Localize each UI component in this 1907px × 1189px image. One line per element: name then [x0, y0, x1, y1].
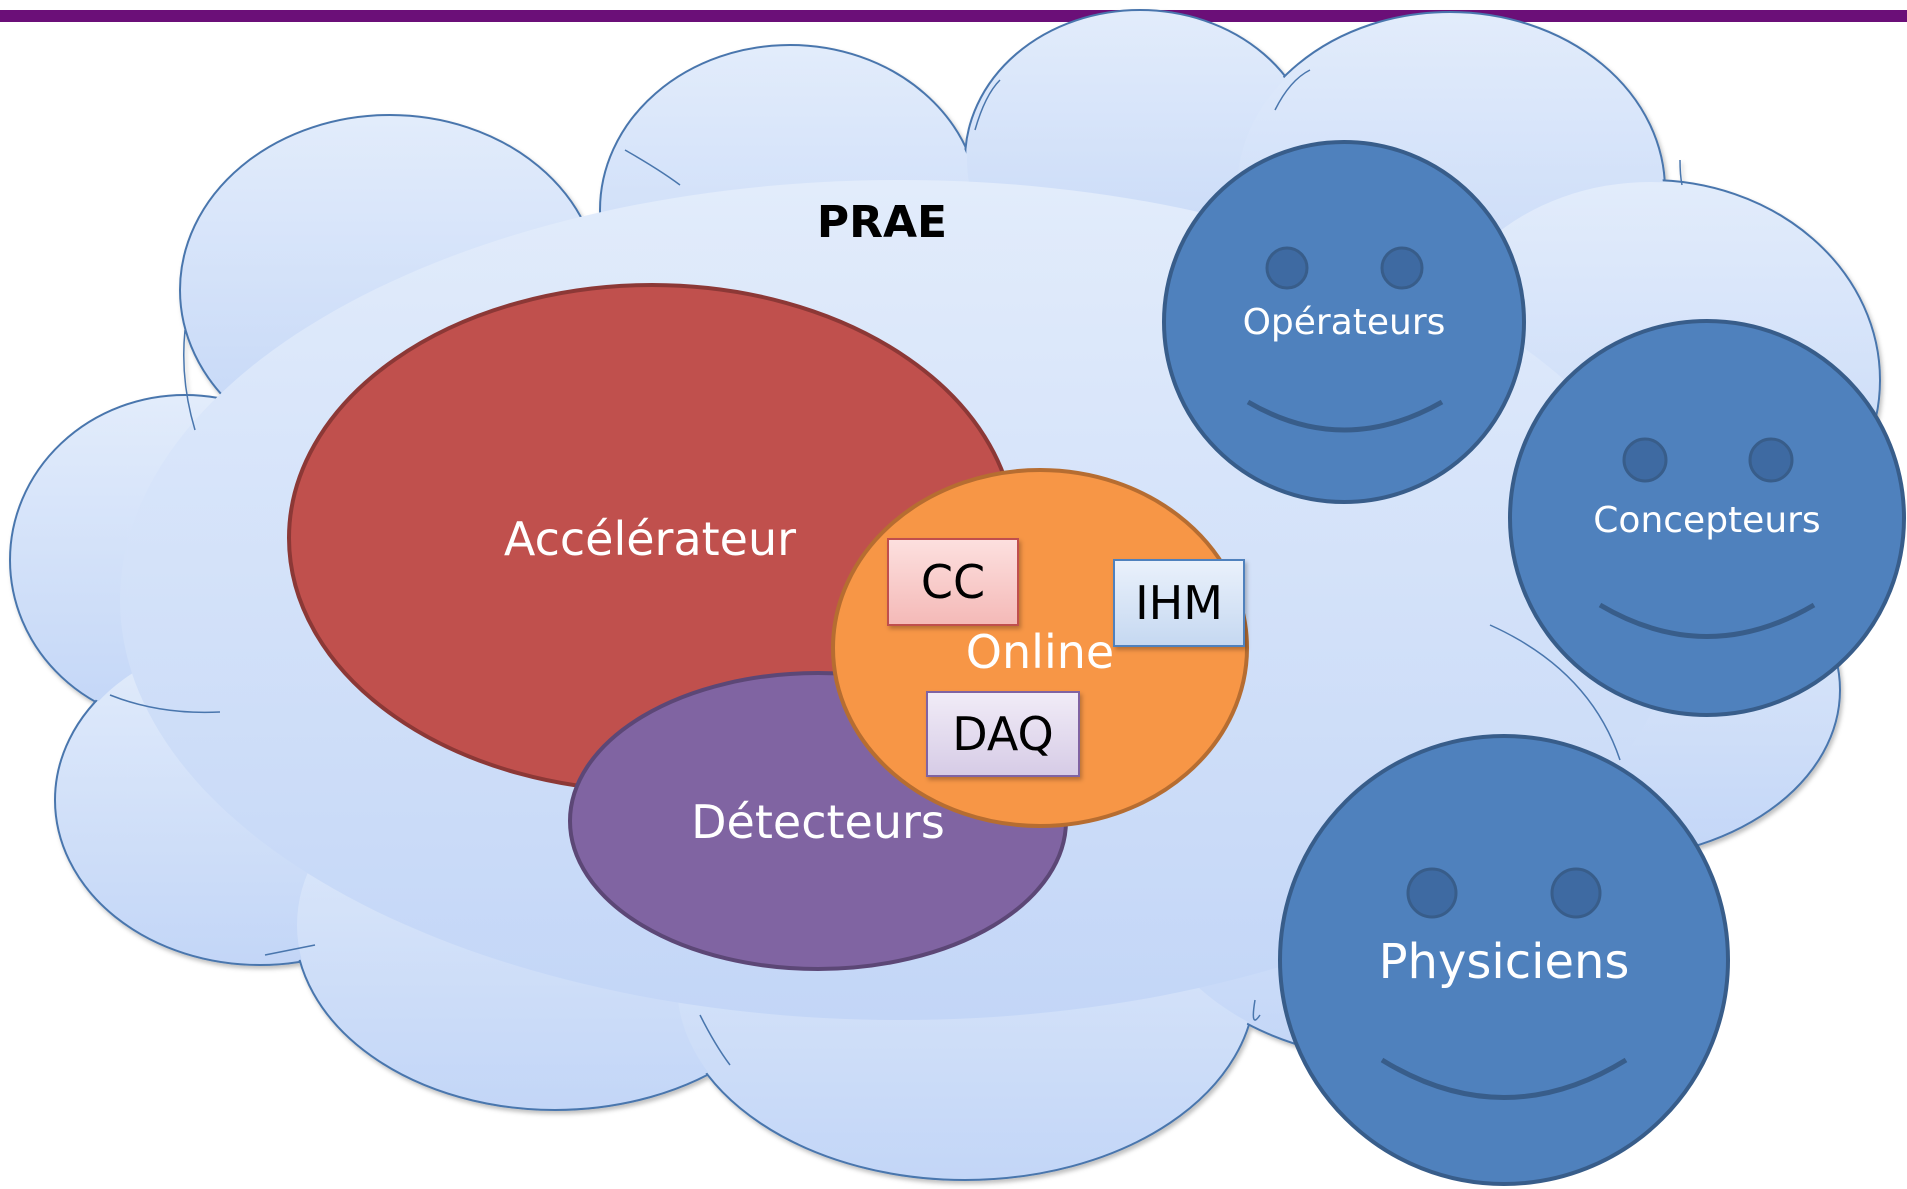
daq-module: DAQ — [926, 691, 1080, 777]
concepteurs-smiley-icon: Concepteurs — [1508, 319, 1906, 717]
concepteurs-label: Concepteurs — [1593, 500, 1820, 541]
detecteurs-label: Détecteurs — [691, 795, 945, 849]
diagram-title: PRAE — [817, 197, 947, 248]
operateurs-label: Opérateurs — [1243, 302, 1446, 343]
online-label: Online — [966, 625, 1114, 679]
physiciens-label: Physiciens — [1379, 934, 1630, 990]
accelerateur-label: Accélérateur — [504, 512, 796, 566]
cc-module: CC — [887, 538, 1019, 626]
cc-label: CC — [921, 555, 985, 609]
ihm-label: IHM — [1135, 576, 1223, 630]
operateurs-smiley-icon: Opérateurs — [1162, 140, 1526, 504]
daq-label: DAQ — [952, 707, 1053, 761]
physiciens-smiley-icon: Physiciens — [1278, 734, 1730, 1186]
ihm-module: IHM — [1113, 559, 1245, 647]
